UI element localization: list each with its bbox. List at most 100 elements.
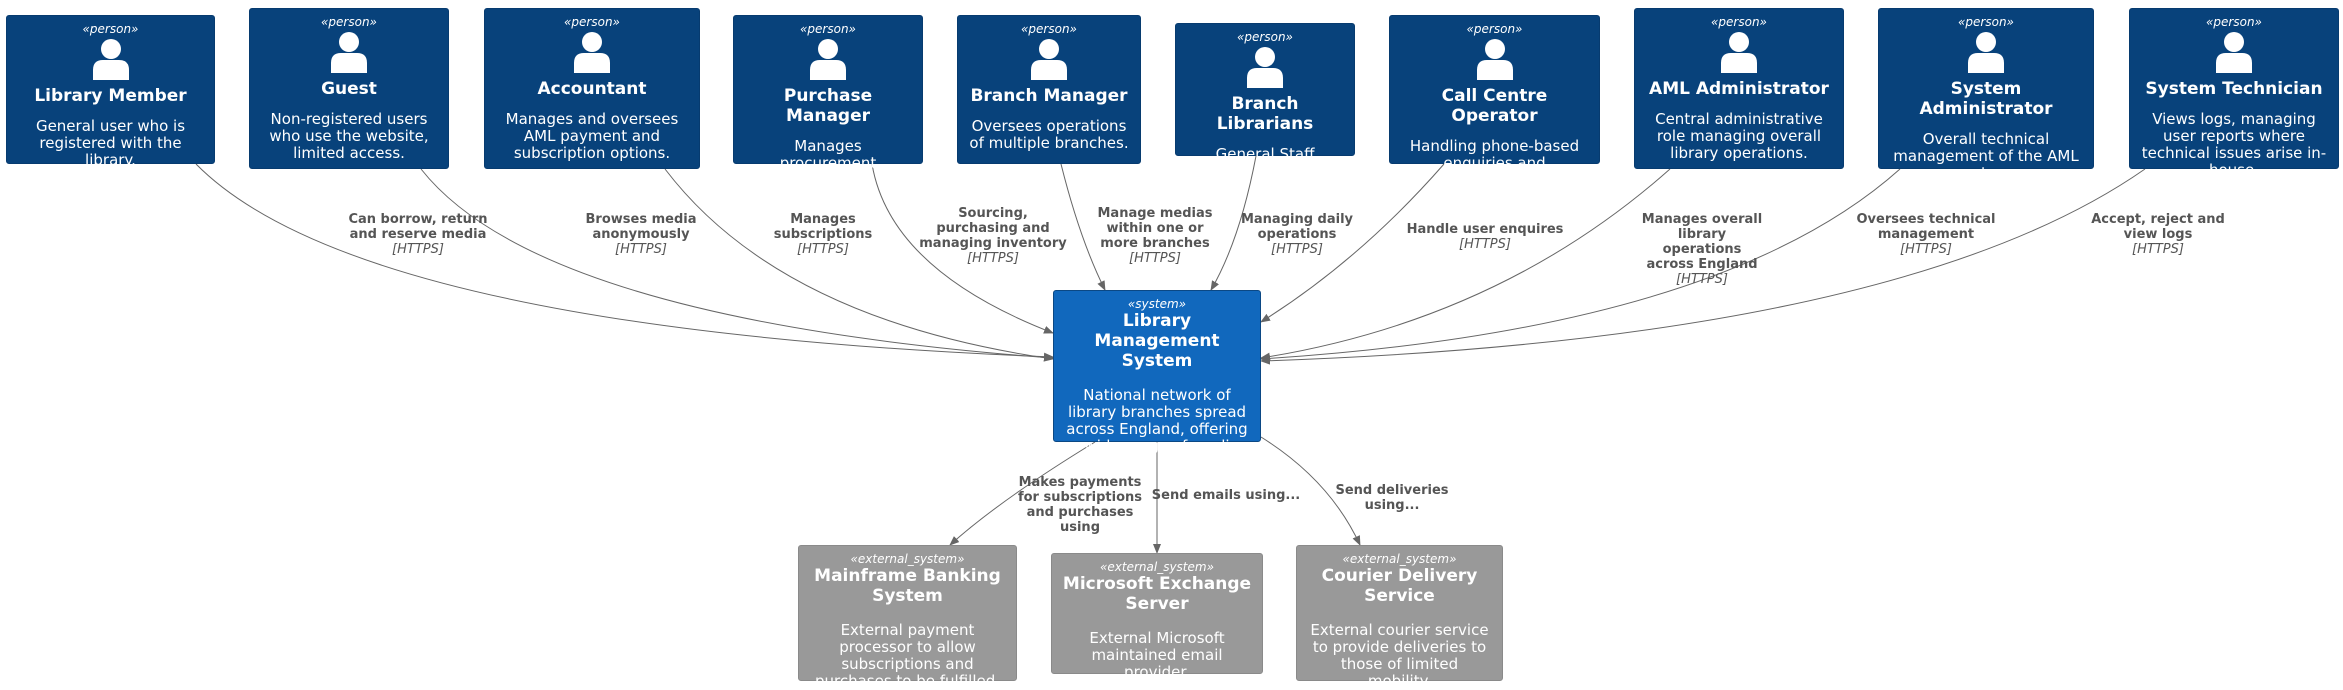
relation-text: Manages subscriptions bbox=[773, 212, 873, 242]
stereotype-label: «person» bbox=[321, 15, 377, 29]
stereotype-label: «person» bbox=[800, 22, 856, 36]
relation-technology: [HTTPS] bbox=[1271, 242, 1323, 257]
relation-text: Sourcing, purchasing and managing invent… bbox=[919, 206, 1067, 251]
relation-text: Handle user enquires bbox=[1406, 222, 1564, 237]
element-title: Branch Librarians bbox=[1216, 94, 1314, 134]
stereotype-label: «person» bbox=[1958, 15, 2014, 29]
relation-text: Accept, reject and view logs bbox=[2091, 212, 2225, 242]
person-icon bbox=[91, 36, 131, 86]
relation-text: Browses media anonymously bbox=[585, 212, 697, 242]
element-title: Call Centre Operator bbox=[1441, 86, 1548, 126]
relation-label: Makes payments for subscriptions and pur… bbox=[1010, 475, 1150, 535]
element-title: Microsoft Exchange Server bbox=[1062, 574, 1252, 614]
person-icon bbox=[1245, 44, 1285, 94]
relation-label: Manages subscriptions[HTTPS] bbox=[768, 212, 878, 257]
relation-technology: [HTTPS] bbox=[1129, 251, 1181, 266]
stereotype-label: «person» bbox=[1237, 30, 1293, 44]
relation-technology: [HTTPS] bbox=[2132, 242, 2184, 257]
relation-purchase-manager-to-lms bbox=[871, 163, 1054, 334]
relation-text: Send emails using... bbox=[1151, 488, 1301, 503]
element-title: Purchase Manager bbox=[783, 86, 873, 126]
relation-text: Makes payments for subscriptions and pur… bbox=[1017, 475, 1143, 535]
relation-label: Can borrow, return and reserve media[HTT… bbox=[348, 212, 488, 257]
relation-label: Send deliveries using... bbox=[1332, 483, 1452, 513]
element-description: Handling phone-based enquiries and trans… bbox=[1409, 137, 1580, 189]
element-title: System Administrator bbox=[1919, 79, 2053, 119]
ext-exchange[interactable]: «external_system»Microsoft Exchange Serv… bbox=[1051, 553, 1263, 681]
stereotype-label: «person» bbox=[2206, 15, 2262, 29]
element-description: Overall technical management of the AML … bbox=[1893, 130, 2079, 182]
relation-guest-to-lms bbox=[420, 168, 1054, 362]
relation-label: Manage medias within one or more branche… bbox=[1090, 206, 1220, 266]
relation-label: Oversees technical management[HTTPS] bbox=[1856, 212, 1996, 257]
element-title: Courier Delivery Service bbox=[1321, 566, 1478, 606]
relation-technology: [HTTPS] bbox=[967, 251, 1019, 266]
element-description: External courier service to provide deli… bbox=[1310, 621, 1489, 690]
person-icon bbox=[2214, 29, 2254, 79]
relation-accountant-to-lms bbox=[664, 168, 1054, 362]
element-description: General Staff bbox=[1215, 145, 1315, 163]
relation-label: Manages overall library operations acros… bbox=[1637, 212, 1767, 287]
relation-system-administrator-to-lms bbox=[1260, 168, 1901, 363]
relation-technology: [HTTPS] bbox=[797, 242, 849, 257]
relation-technology: [HTTPS] bbox=[1459, 237, 1511, 252]
stereotype-label: «person» bbox=[82, 22, 139, 36]
relation-technology: [HTTPS] bbox=[392, 242, 444, 257]
relation-text: Manages overall library operations acros… bbox=[1641, 212, 1763, 272]
relation-branch-manager-to-lms bbox=[1060, 163, 1106, 291]
stereotype-label: «system» bbox=[1127, 297, 1187, 311]
person-icon bbox=[329, 29, 369, 79]
stereotype-label: «person» bbox=[1466, 22, 1523, 36]
relation-call-centre-operator-to-lms bbox=[1260, 163, 1445, 323]
relation-text: Can borrow, return and reserve media bbox=[348, 212, 488, 242]
relation-label: Handle user enquires[HTTPS] bbox=[1405, 222, 1565, 252]
stereotype-label: «person» bbox=[1021, 22, 1077, 36]
stereotype-label: «person» bbox=[564, 15, 620, 29]
relation-aml-administrator-to-lms bbox=[1260, 168, 1671, 361]
stereotype-label: «person» bbox=[1711, 15, 1767, 29]
relation-technology: [HTTPS] bbox=[615, 242, 667, 257]
element-title: Mainframe Banking System bbox=[814, 566, 1001, 606]
element-title: Branch Manager bbox=[970, 86, 1128, 106]
relation-branch-librarians-to-lms bbox=[1210, 155, 1257, 291]
relation-text: Manage medias within one or more branche… bbox=[1097, 206, 1213, 251]
person-icon bbox=[572, 29, 612, 79]
relation-label: Accept, reject and view logs[HTTPS] bbox=[2088, 212, 2228, 257]
relation-technology: [HTTPS] bbox=[1676, 272, 1728, 287]
element-title: Accountant bbox=[537, 79, 647, 99]
relation-system-technician-to-lms bbox=[1260, 168, 2146, 365]
person-icon bbox=[1719, 29, 1759, 79]
element-description: External Microsoft maintained email prov… bbox=[1089, 629, 1225, 681]
relation-label: Send emails using... bbox=[1151, 488, 1301, 503]
element-description: Central administrative role managing ove… bbox=[1655, 110, 1823, 162]
element-description: Manages procurement activities. bbox=[779, 137, 877, 189]
ext-courier[interactable]: «external_system»Courier Delivery Servic… bbox=[1296, 545, 1503, 690]
relation-label: Sourcing, purchasing and managing invent… bbox=[918, 206, 1068, 266]
stereotype-label: «external_system» bbox=[1100, 560, 1214, 574]
relation-lms-to-banking bbox=[949, 441, 1096, 546]
element-description: Manages and oversees AML payment and sub… bbox=[505, 110, 679, 162]
relation-lms-to-courier bbox=[1260, 436, 1361, 546]
element-description: Non-registered users who use the website… bbox=[269, 110, 429, 162]
ext-banking[interactable]: «external_system»Mainframe Banking Syste… bbox=[798, 545, 1017, 690]
relation-text: Oversees technical management bbox=[1856, 212, 1996, 242]
element-title: Library Member bbox=[34, 86, 187, 106]
element-description: General user who is registered with the … bbox=[35, 117, 186, 169]
person-icon bbox=[1029, 36, 1069, 86]
element-description: National network of library branches spr… bbox=[1066, 386, 1248, 455]
relation-library-member-to-lms bbox=[195, 163, 1054, 361]
element-title: AML Administrator bbox=[1649, 79, 1829, 99]
relation-technology: [HTTPS] bbox=[1900, 242, 1952, 257]
